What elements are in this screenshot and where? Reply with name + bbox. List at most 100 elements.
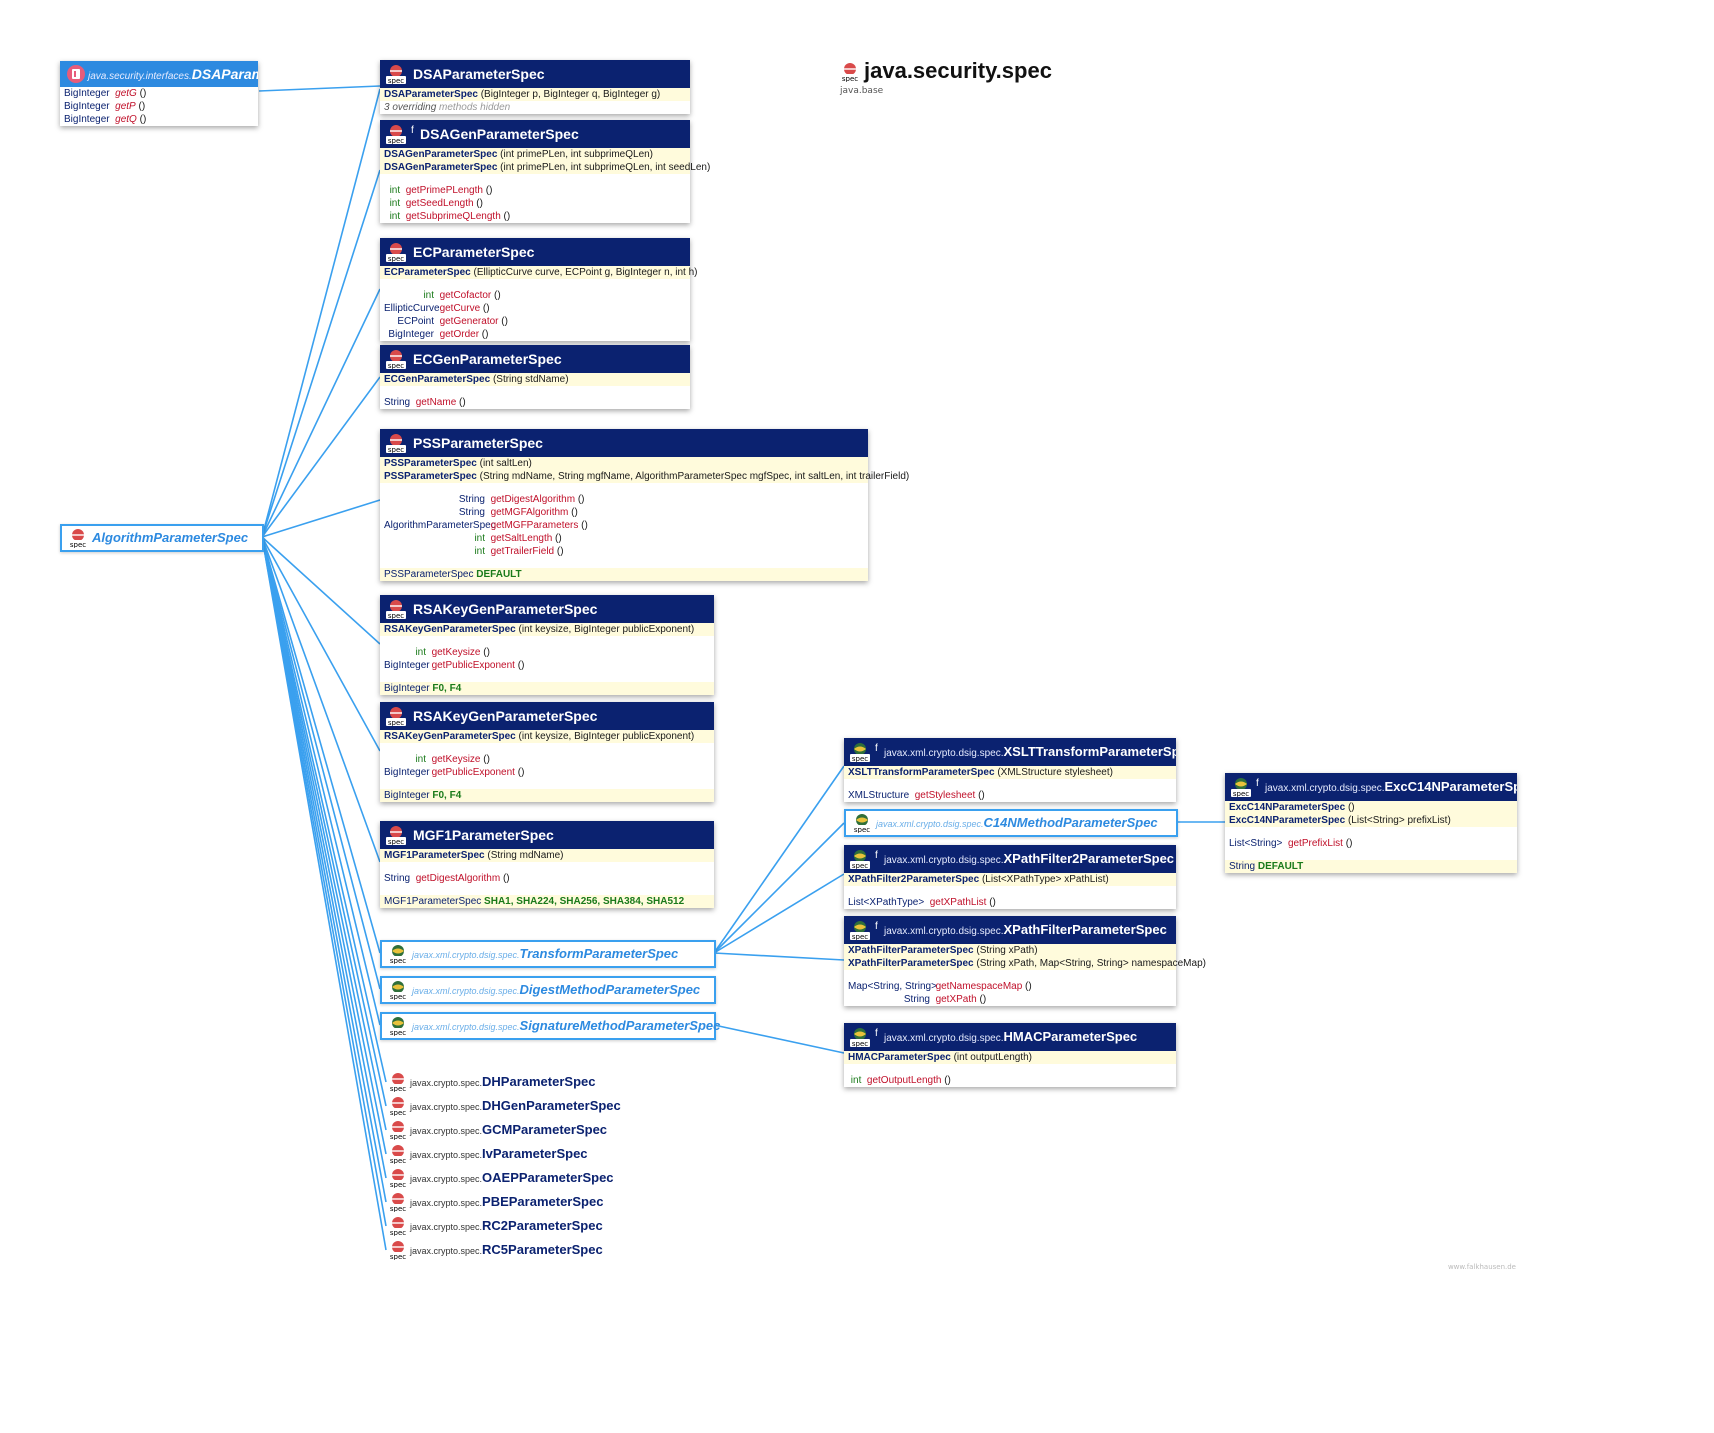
method-row[interactable]: EllipticCurve getCurve () [380, 302, 690, 315]
node-title: DSAParams [191, 66, 258, 82]
node-title: TransformParameterSpec [519, 946, 679, 961]
ecgenparameterspec-node[interactable]: ECGenParameterSpec ECGenParameterSpec (S… [380, 345, 690, 409]
method-row[interactable]: int getPrimePLength () [380, 184, 690, 197]
method-row[interactable]: String getDigestAlgorithm () [380, 493, 868, 506]
method-name: getSubprimeQLength [405, 211, 501, 222]
constructor-row[interactable]: RSAKeyGenParameterSpec (int keysize, Big… [380, 623, 714, 636]
method-type: int [850, 1075, 862, 1086]
method-row[interactable]: BigInteger getP () [60, 100, 258, 113]
field-row[interactable]: BigInteger F0, F4 [380, 682, 714, 695]
method-args: () [473, 198, 483, 209]
xpathfilterparameterspec-node[interactable]: f javax.xml.crypto.dsig.spec.XPathFilter… [844, 916, 1206, 1006]
constructor-args: (String xPath) [973, 945, 1038, 956]
constructor-row[interactable]: ExcC14NParameterSpec (List<String> prefi… [1225, 814, 1517, 827]
dsaparams-node[interactable]: java.security.interfaces.DSAParams BigIn… [60, 61, 258, 126]
method-row[interactable]: ECPoint getGenerator () [380, 315, 690, 328]
field-row[interactable]: PSSParameterSpec DEFAULT [380, 568, 868, 581]
method-row[interactable]: BigInteger getG () [60, 87, 258, 100]
dsagenparameterspec-node[interactable]: f DSAGenParameterSpec DSAGenParameterSpe… [380, 120, 710, 223]
constructor-row[interactable]: PSSParameterSpec (int saltLen) [380, 457, 868, 470]
constructor-row[interactable]: MGF1ParameterSpec (String mdName) [380, 849, 714, 862]
method-row[interactable]: int getTrailerField () [380, 545, 868, 558]
mgf1parameterspec-node[interactable]: MGF1ParameterSpec MGF1ParameterSpec (Str… [380, 821, 714, 908]
node-header: f javax.xml.crypto.dsig.spec.ExcC14NPara… [1225, 773, 1517, 801]
spec-package-icon [388, 1120, 408, 1140]
edge-root-rsa2 [261, 536, 381, 752]
method-row[interactable]: String getDigestAlgorithm () [380, 872, 714, 885]
constructor-row[interactable]: PSSParameterSpec (String mdName, String … [380, 470, 909, 483]
constructor-row[interactable]: RSAKeyGenParameterSpec (int keysize, Big… [380, 730, 714, 743]
method-args: () [480, 303, 490, 314]
constructor-row[interactable]: ECParameterSpec (EllipticCurve curve, EC… [380, 266, 697, 279]
constructor-row[interactable]: XPathFilterParameterSpec (String xPath, … [844, 957, 1206, 970]
package-name: java.security.spec [864, 58, 1052, 83]
constructor-row[interactable]: ECGenParameterSpec (String stdName) [380, 373, 690, 386]
spec-package-icon [388, 1192, 408, 1212]
node-title: C14NMethodParameterSpec [983, 815, 1158, 830]
field-row[interactable]: MGF1ParameterSpec SHA1, SHA224, SHA256, … [380, 895, 714, 908]
method-type: String [458, 507, 485, 518]
method-row[interactable]: BigInteger getPublicExponent () [380, 766, 714, 779]
dsaparameterspec-node[interactable]: DSAParameterSpec DSAParameterSpec (BigIn… [380, 60, 690, 114]
constructor-name: XPathFilterParameterSpec [848, 958, 974, 969]
constructor-row[interactable]: DSAGenParameterSpec (int primePLen, int … [380, 148, 690, 161]
method-row[interactable]: XMLStructure getStylesheet () [844, 789, 1176, 802]
method-row[interactable]: int getKeysize () [380, 646, 714, 659]
digestmethodparameterspec-node[interactable]: javax.xml.crypto.dsig.spec.DigestMethodP… [380, 976, 716, 1004]
constructor-row[interactable]: XPathFilter2ParameterSpec (List<XPathTyp… [844, 873, 1176, 886]
ecparameterspec-node[interactable]: ECParameterSpec ECParameterSpec (Ellipti… [380, 238, 697, 341]
xslttransformparameterspec-node[interactable]: f javax.xml.crypto.dsig.spec.XSLTTransfo… [844, 738, 1176, 802]
c14nmethodparameterspec-node[interactable]: javax.xml.crypto.dsig.spec.C14NMethodPar… [844, 809, 1178, 837]
node-title: PBEParameterSpec [482, 1194, 604, 1209]
method-row[interactable]: AlgorithmParameterSpec getMGFParameters … [380, 519, 868, 532]
constructor-args: (String mdName, String mgfName, Algorith… [476, 471, 910, 482]
method-row[interactable]: BigInteger getQ () [60, 113, 258, 126]
transformparameterspec-node[interactable]: javax.xml.crypto.dsig.spec.TransformPara… [380, 940, 716, 968]
method-row[interactable]: int getOutputLength () [844, 1074, 1176, 1087]
method-type: int [423, 290, 434, 301]
xpathfilter2parameterspec-node[interactable]: f javax.xml.crypto.dsig.spec.XPathFilter… [844, 845, 1176, 909]
constructor-row[interactable]: DSAGenParameterSpec (int primePLen, int … [380, 161, 710, 174]
rsakeygenparameterspec-node[interactable]: RSAKeyGenParameterSpec RSAKeyGenParamete… [380, 702, 714, 802]
globe-icon [388, 980, 408, 1000]
method-row[interactable]: int getSubprimeQLength () [380, 210, 690, 223]
constructor-args: (List<String> prefixList) [1345, 815, 1451, 826]
field-row[interactable]: BigInteger F0, F4 [380, 789, 714, 802]
rsakeygenparameterspec-node[interactable]: RSAKeyGenParameterSpec RSAKeyGenParamete… [380, 595, 714, 695]
final-marker: f [875, 1028, 878, 1039]
method-row[interactable]: int getCofactor () [380, 289, 690, 302]
method-row[interactable]: List<XPathType> getXPathList () [844, 896, 1176, 909]
method-row[interactable]: int getSeedLength () [380, 197, 690, 210]
method-row[interactable]: String getXPath () [844, 993, 1176, 1006]
hmacparameterspec-node[interactable]: f javax.xml.crypto.dsig.spec.HMACParamet… [844, 1023, 1176, 1087]
constructor-row[interactable]: HMACParameterSpec (int outputLength) [844, 1051, 1176, 1064]
constructor-row[interactable]: ExcC14NParameterSpec () [1225, 801, 1517, 814]
method-row[interactable]: int getSaltLength () [380, 532, 868, 545]
interface-icon [66, 64, 86, 84]
node-title: XPathFilterParameterSpec [1003, 922, 1167, 937]
field-name: DEFAULT [1257, 861, 1304, 872]
method-row[interactable]: BigInteger getOrder () [380, 328, 690, 341]
method-row[interactable]: BigInteger getPublicExponent () [380, 659, 714, 672]
method-row[interactable]: String getMGFAlgorithm () [380, 506, 868, 519]
edge-root-rc5 [261, 536, 387, 1251]
excc14nparameterspec-node[interactable]: f javax.xml.crypto.dsig.spec.ExcC14NPara… [1225, 773, 1517, 873]
pssparameterspec-node[interactable]: PSSParameterSpec PSSParameterSpec (int s… [380, 429, 909, 581]
algorithmparameterspec-node[interactable]: AlgorithmParameterSpec [60, 524, 264, 552]
spec-package-icon [388, 1216, 408, 1236]
method-row[interactable]: int getKeysize () [380, 753, 714, 766]
watermark: www.falkhausen.de [1447, 1263, 1516, 1271]
spec-package-icon [386, 349, 406, 369]
method-row[interactable]: List<String> getPrefixList () [1225, 837, 1517, 850]
method-args: () [480, 754, 490, 765]
spec-package-icon [386, 433, 406, 453]
method-type: String [384, 873, 411, 884]
constructor-row[interactable]: DSAParameterSpec (BigInteger p, BigInteg… [380, 88, 690, 101]
constructor-row[interactable]: XPathFilterParameterSpec (String xPath) [844, 944, 1176, 957]
method-type: int [389, 185, 401, 196]
field-row[interactable]: String DEFAULT [1225, 860, 1517, 873]
constructor-row[interactable]: XSLTTransformParameterSpec (XMLStructure… [844, 766, 1176, 779]
signaturemethodparameterspec-node[interactable]: javax.xml.crypto.dsig.spec.SignatureMeth… [380, 1012, 720, 1040]
method-row[interactable]: String getName () [380, 396, 690, 409]
method-row[interactable]: Map<String, String> getNamespaceMap () [844, 980, 1176, 993]
